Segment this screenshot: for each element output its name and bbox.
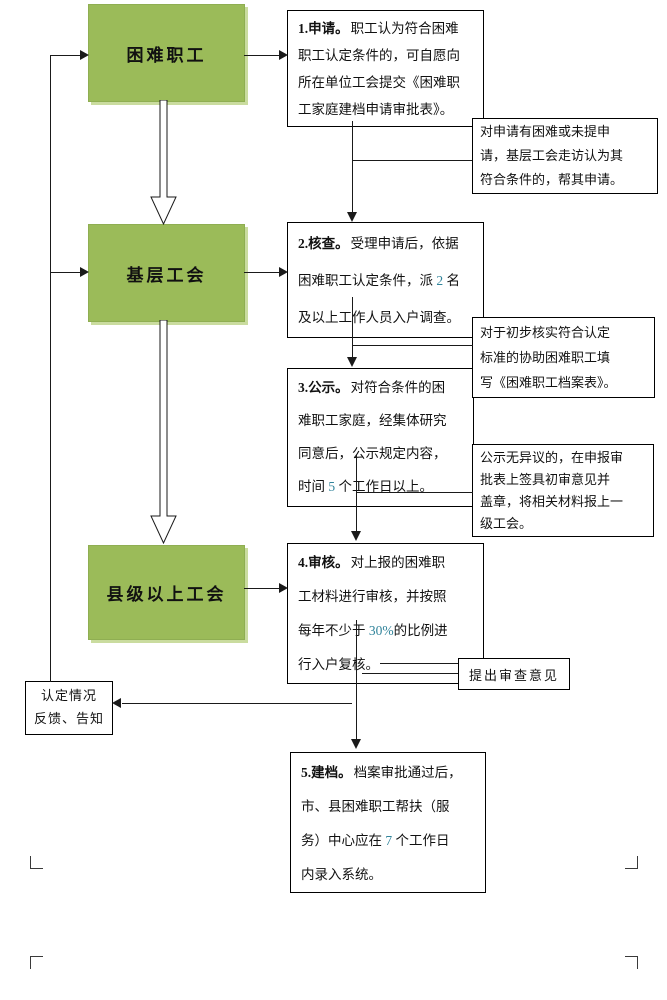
text-line: 4.审核。对上报的困难职 [298,555,446,570]
connector-to-note3 [356,492,473,493]
corner-mark-lower-right [625,956,638,969]
step-box-2-verify: 2.核查。受理申请后，依据困难职工认定条件，派 2 名及以上工作人员入户调查。 [287,222,484,338]
text-line: 内录入系统。 [301,867,382,882]
text-line: 批表上签具初审意见并 [480,472,611,487]
note-box-sign-and-report: 公示无异议的，在申报审批表上签具初审意见并盖章，将相关材料报上一级工会。 [472,444,654,537]
actor-box-county-level-union: 县级以上工会 [88,545,245,640]
text-line: 反馈、告知 [33,711,104,726]
step-header: 2.核查。 [298,236,349,251]
actor-box-difficult-worker: 困难职工 [88,4,245,102]
note-box-fill-archive-form: 对于初步核实符合认定标准的协助困难职工填写《困难职工档案表》。 [472,317,655,398]
arrowhead-into-step4 [279,583,288,593]
review-opinion-box: 提出审查意见 [458,658,570,690]
text-line: 对于初步核实符合认定 [480,325,611,340]
text-line: 符合条件的，帮其申请。 [480,172,624,187]
text-line: 行入户复核。 [298,657,379,672]
corner-mark-bottom-left [30,856,43,869]
hollow-down-arrow-2 [150,320,177,544]
connector-to-feedback-box [122,703,352,704]
connector-to-note2 [352,345,473,346]
connector-rail-to-grassroots [50,272,81,273]
connector-to-note1 [352,160,472,161]
step-box-3-publicize: 3.公示。对符合条件的困难职工家庭，经集体研究同意后，公示规定内容， 时间 5 个… [287,368,474,507]
text-line: 所在单位工会提交《困难职 [298,75,460,90]
feedback-notify-box: 认定情况反馈、告知 [25,681,113,735]
text-line: 2.核查。受理申请后，依据 [298,236,459,251]
text-line: 每年不少于 30%的比例进 [298,623,448,638]
arrowhead-down-step4 [351,531,361,541]
step-box-5-archive: 5.建档。档案审批通过后， 市、县困难职工帮扶（服务）中心应在 7 个工作日内录入… [290,752,486,893]
text-line: 5.建档。档案审批通过后， [301,765,462,780]
text-line: 市、县困难职工帮扶（服 [301,799,450,814]
text-line: 3.公示。对符合条件的困 [298,380,446,395]
arrowhead-down-step3 [347,357,357,367]
hollow-down-arrow-1 [150,100,177,225]
note-box-help-apply: 对申请有困难或未提申请，基层工会走访认为其符合条件的，帮其申请。 [472,118,658,194]
step-header: 1.申请。 [298,21,349,36]
arrowhead-into-grassroots-box [80,267,89,277]
step-header: 5.建档。 [301,765,352,780]
flow-line-step4-step5 [356,620,357,739]
text-line: 1.申请。职工认为符合困难 [298,21,459,36]
text-line: 对申请有困难或未提申 [480,124,611,139]
corner-mark-bottom-right [625,856,638,869]
text-line: 标准的协助困难职工填 [480,350,611,365]
connector-county-to-step4 [244,588,280,589]
arrowhead-into-step2 [279,267,288,277]
text-line: 及以上工作人员入户调查。 [298,310,460,325]
flow-line-step2-step3 [352,297,353,357]
corner-mark-lower-left [30,956,43,969]
text-line: 难职工家庭，经集体研究 [298,413,447,428]
connector-worker-to-step1 [244,55,280,56]
actor-box-grassroots-union: 基层工会 [88,224,245,322]
text-line: 同意后，公示规定内容， [298,446,447,461]
step-header: 4.审核。 [298,555,349,570]
text-line: 时间 5 个工作日以上。 [298,479,433,494]
connector-left-rail [50,55,51,682]
connector-review-opinion-lower [362,673,458,674]
step-header: 3.公示。 [298,380,349,395]
text-line: 盖章，将相关材料报上一 [480,494,624,509]
connector-review-opinion-upper [380,663,458,664]
text-line: 级工会。 [480,516,533,531]
text-line: 认定情况 [40,688,97,703]
arrowhead-into-feedback-box [112,698,121,708]
text-line: 公示无异议的，在申报审 [480,450,624,465]
step-box-4-review: 4.审核。对上报的困难职工材料进行审核，并按照每年不少于 30%的比例进行入户复… [287,543,484,684]
connector-rail-to-worker [50,55,81,56]
arrowhead-down-step2 [347,212,357,222]
flow-line-step3-step4 [356,455,357,531]
flow-line-step1-step2 [352,121,353,212]
text-line: 工材料进行审核，并按照 [298,589,447,604]
arrowhead-down-step5 [351,739,361,749]
text-line: 职工认定条件的，可自愿向 [298,48,460,63]
text-line: 工家庭建档申请审批表》。 [298,102,454,117]
connector-grassroots-to-step2 [244,272,280,273]
arrowhead-into-step1 [279,50,288,60]
step-box-1-apply: 1.申请。职工认为符合困难职工认定条件的，可自愿向所在单位工会提交《困难职工家庭… [287,10,484,127]
arrowhead-into-worker-box [80,50,89,60]
text-line: 请，基层工会走访认为其 [480,148,624,163]
text-line: 务）中心应在 7 个工作日 [301,833,450,848]
text-line: 写《困难职工档案表》。 [480,375,617,390]
text-line: 困难职工认定条件，派 2 名 [298,273,460,288]
